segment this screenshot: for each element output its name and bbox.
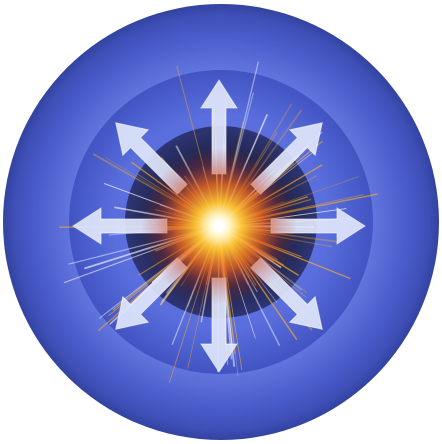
burst-center [213,220,225,232]
